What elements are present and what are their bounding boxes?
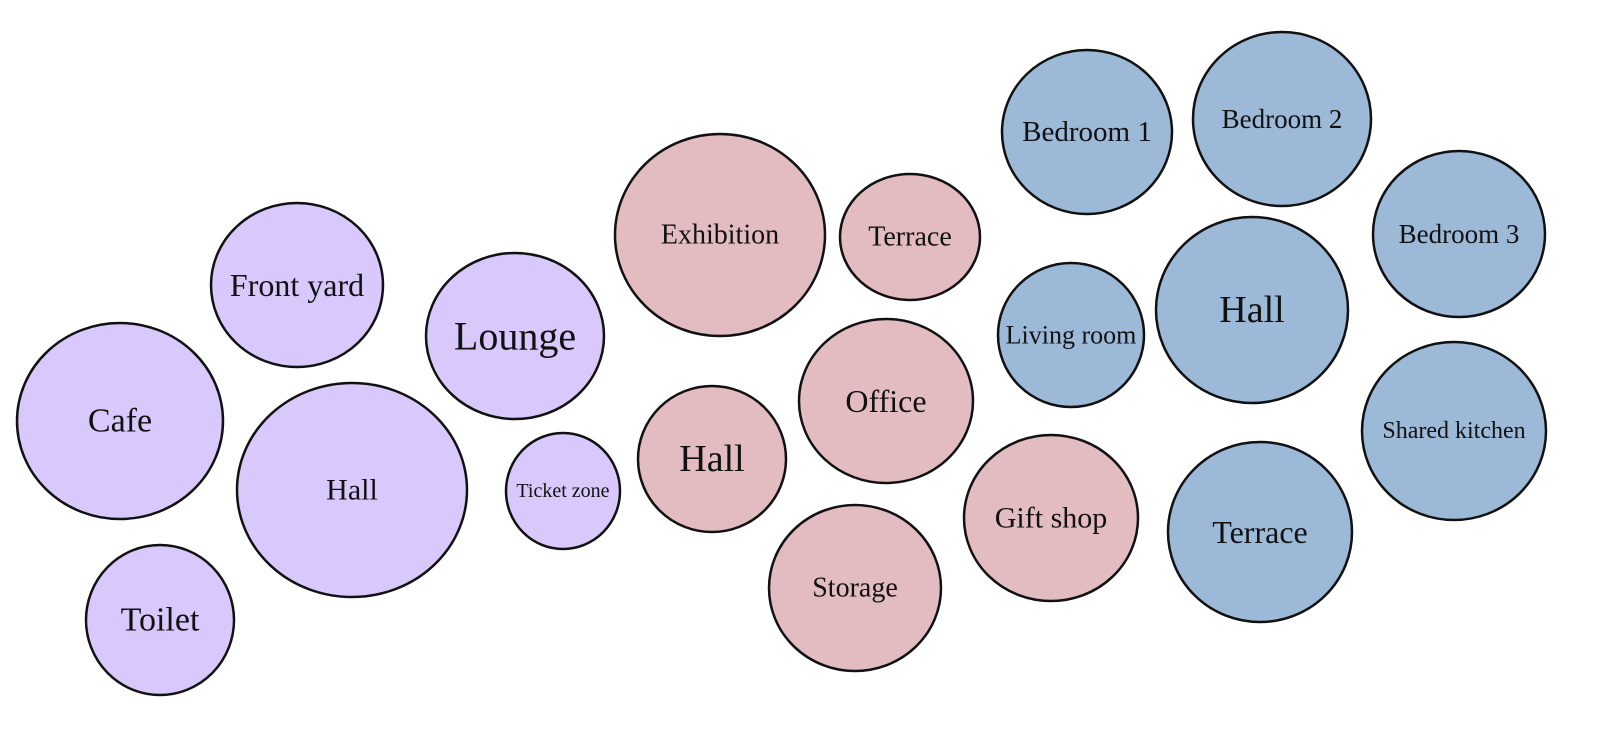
room-node-bedroom-1: Bedroom 1 — [1000, 48, 1174, 216]
room-node-toilet: Toilet — [84, 543, 236, 697]
room-bubble — [235, 381, 469, 599]
room-label: Exhibition — [661, 220, 779, 251]
room-node-shared-kitchen: Shared kitchen — [1360, 340, 1548, 522]
room-label: Bedroom 1 — [1022, 116, 1152, 148]
room-label: Lounge — [454, 314, 576, 359]
room-label: Terrace — [868, 222, 952, 253]
room-bubble — [1191, 30, 1373, 208]
room-bubble — [636, 384, 788, 534]
room-node-cafe: Cafe — [15, 321, 225, 521]
room-bubble — [613, 132, 827, 338]
room-node-exhibition: Exhibition — [613, 132, 827, 338]
room-label: Cafe — [88, 403, 152, 440]
room-label: Bedroom 2 — [1222, 104, 1343, 134]
room-bubble — [1166, 440, 1354, 624]
room-label: Living room — [1006, 321, 1137, 350]
room-bubble — [84, 543, 236, 697]
room-bubble — [1360, 340, 1548, 522]
room-node-bedroom-2: Bedroom 2 — [1191, 30, 1373, 208]
room-bubble — [1154, 215, 1350, 405]
room-node-storage: Storage — [767, 503, 943, 673]
room-bubble — [962, 433, 1140, 603]
room-bubble — [504, 431, 622, 551]
room-node-terrace: Terrace — [838, 172, 982, 302]
room-label: Office — [845, 383, 926, 419]
room-label: Front yard — [230, 267, 364, 303]
room-node-gift-shop: Gift shop — [962, 433, 1140, 603]
room-node-terrace: Terrace — [1166, 440, 1354, 624]
room-node-office: Office — [797, 317, 975, 485]
room-node-hall: Hall — [636, 384, 788, 534]
room-label: Storage — [812, 573, 898, 604]
room-label: Toilet — [121, 602, 200, 639]
room-label: Ticket zone — [516, 480, 609, 502]
room-bubble — [1371, 149, 1547, 319]
room-label: Terrace — [1212, 514, 1307, 550]
room-label: Bedroom 3 — [1399, 219, 1520, 249]
room-group-blue: Bedroom 1 Bedroom 2 Bedroom 3 Living room Ha… — [996, 30, 1548, 624]
room-node-ticket-zone: Ticket zone — [504, 431, 622, 551]
room-node-hall: Hall — [1154, 215, 1350, 405]
room-label: Gift shop — [995, 502, 1108, 535]
room-bubble — [767, 503, 943, 673]
room-node-hall: Hall — [235, 381, 469, 599]
room-node-bedroom-3: Bedroom 3 — [1371, 149, 1547, 319]
room-bubble — [15, 321, 225, 521]
room-label: Shared kitchen — [1382, 418, 1525, 444]
room-label: Hall — [1219, 289, 1284, 331]
room-bubble — [797, 317, 975, 485]
room-bubble — [1000, 48, 1174, 216]
room-bubble — [838, 172, 982, 302]
room-node-living-room: Living room — [996, 261, 1146, 409]
room-bubble — [996, 261, 1146, 409]
room-node-front-yard: Front yard — [209, 201, 385, 369]
room-bubble — [209, 201, 385, 369]
room-label: Hall — [679, 438, 744, 480]
room-node-lounge: Lounge — [424, 251, 606, 421]
room-bubble — [424, 251, 606, 421]
room-label: Hall — [326, 474, 378, 507]
